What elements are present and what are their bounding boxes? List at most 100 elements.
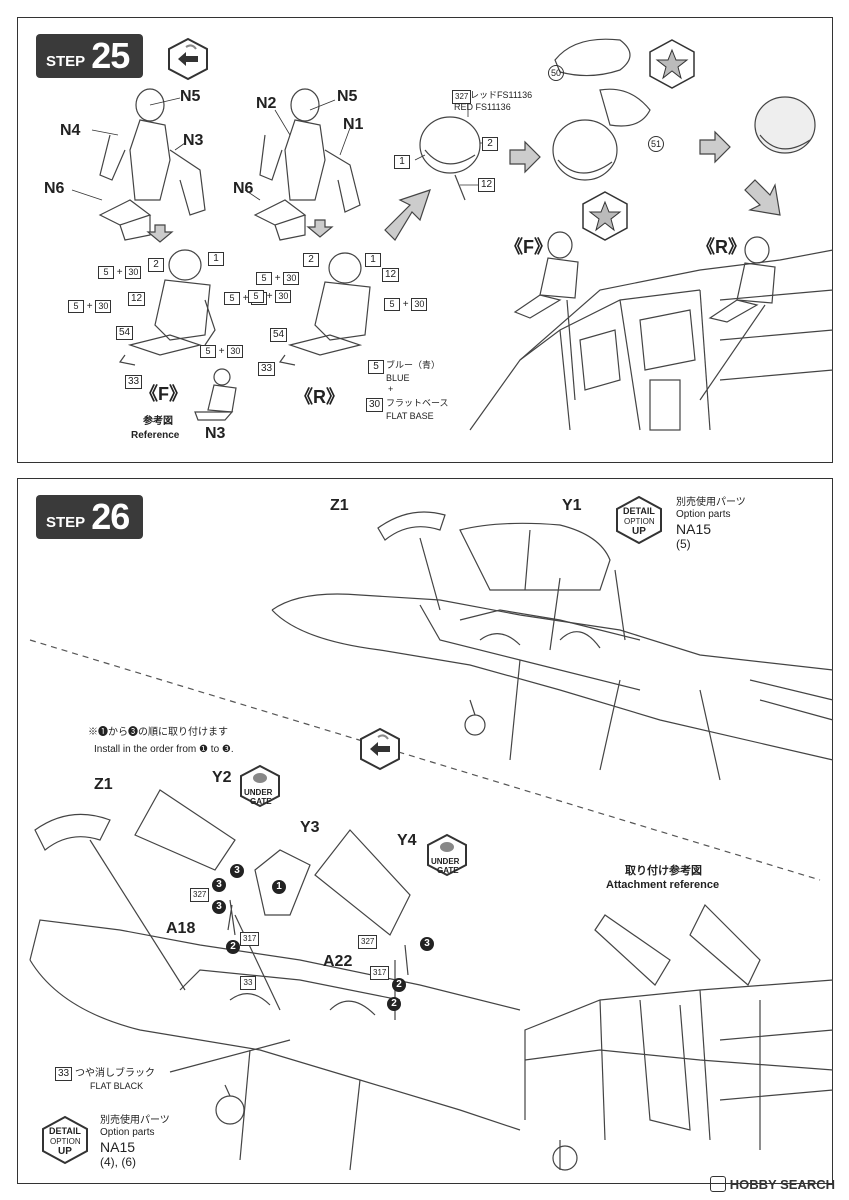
option-word: OPTION <box>624 517 655 526</box>
reference-en: Reference <box>131 430 180 441</box>
detail-word: DETAIL <box>49 1126 81 1136</box>
pilot-f-part-c: 1 <box>208 252 224 266</box>
legend-plus: + <box>388 384 394 394</box>
option-parts-num: (4), (6) <box>100 1155 136 1169</box>
option-parts-en: Option parts <box>100 1127 155 1138</box>
part-n5-right: N5 <box>337 88 358 105</box>
red-label-en: RED FS11136 <box>454 102 511 112</box>
detail-word: DETAIL <box>623 506 655 516</box>
flip-over-icon <box>168 37 208 81</box>
step25-panel <box>17 17 833 463</box>
pilot-f-part-i: 33 <box>125 375 143 389</box>
flat-black-en: FLAT BLACK <box>90 1081 144 1091</box>
step25-badge: STEP 25 <box>36 34 144 78</box>
order-note-jp: ※❶から❸の順に取り付けます <box>88 727 228 738</box>
watermark-brand: HOBBY SEARCH <box>729 1176 835 1192</box>
step26-panel <box>17 478 833 1184</box>
legend-blue-en: BLUE <box>386 373 410 383</box>
pilot-f-part-e: 5 + 30 <box>68 300 112 313</box>
pilot-r-part-i: 33 <box>258 362 276 376</box>
pilot-f-part-d: 12 <box>128 292 146 306</box>
pilot-r-part-a: 5 + 30 <box>256 272 300 285</box>
front-pilot-label: 《F》 <box>140 384 187 404</box>
under-gate-badge <box>240 764 280 808</box>
legend-flat-num: 30 <box>366 398 384 412</box>
option-word: OPTION <box>50 1137 81 1146</box>
gate-word: GATE <box>437 866 459 875</box>
order-marker-3: 3 <box>212 878 226 892</box>
part-n2: N2 <box>256 95 277 112</box>
flat-black-num: 33 <box>55 1067 73 1081</box>
decal-51: 51 <box>648 136 664 152</box>
order-note-en: Install in the order from ❶ to ❸. <box>94 744 234 755</box>
order-marker-3: 3 <box>420 937 434 951</box>
order-marker-2: 2 <box>226 940 240 954</box>
front-pilot-label-cockpit: 《F》 <box>505 237 552 257</box>
under-word: UNDER <box>431 857 460 866</box>
option-parts-jp: 別売使用パーツ <box>676 497 746 508</box>
legend-blue-jp: ブルー（青） <box>386 360 441 370</box>
option-parts-num: (5) <box>676 537 691 551</box>
decal-50: 50 <box>548 65 564 81</box>
hobbysearch-logo-icon <box>709 1176 726 1192</box>
part-a18: A18 <box>166 920 196 937</box>
option-parts-code: NA15 <box>100 1139 136 1155</box>
part-n4: N4 <box>60 122 81 139</box>
attachment-reference-en: Attachment reference <box>606 879 720 891</box>
legend-flat-jp: フラットベース <box>386 398 449 408</box>
order-marker-1: 1 <box>272 880 286 894</box>
helmet-part-1: 1 <box>394 155 410 169</box>
pilot-r-part-g: 54 <box>270 328 288 342</box>
pilot-f-part-b: 2 <box>148 258 164 272</box>
paint-327-a: 327 <box>190 888 210 902</box>
gate-word: GATE <box>250 797 272 806</box>
helmet-part-327: 327 <box>452 90 472 104</box>
pilot-r-part-c: 1 <box>365 253 381 267</box>
part-n1: N1 <box>343 116 364 133</box>
option-parts-jp: 別売使用パーツ <box>100 1115 170 1126</box>
order-marker-3: 3 <box>212 900 226 914</box>
pilot-f-part-g: 54 <box>116 326 134 340</box>
part-z1-top: Z1 <box>330 497 349 514</box>
legend-blue-num: 5 <box>368 360 384 374</box>
step-number: 26 <box>91 496 130 537</box>
option-parts-code: NA15 <box>676 521 712 537</box>
pilot-r-part-b: 2 <box>303 253 319 267</box>
pilot-f-part-a: 5 + 30 <box>98 266 142 279</box>
attachment-reference-jp: 取り付け参考図 <box>625 865 702 877</box>
red-label-jp: レッドFS11136 <box>470 90 533 100</box>
paint-33: 33 <box>240 976 256 990</box>
order-marker-2: 2 <box>392 978 406 992</box>
part-n3-reference: N3 <box>205 425 226 442</box>
pilot-r-part-e: 5 + 30 <box>248 290 292 303</box>
part-n6-right: N6 <box>233 180 254 197</box>
paint-327-b: 327 <box>358 935 378 949</box>
part-y2: Y2 <box>212 769 232 786</box>
part-y4: Y4 <box>397 832 417 849</box>
step-word: STEP <box>46 52 86 70</box>
part-n5-left: N5 <box>180 88 201 105</box>
reference-jp: 参考図 <box>143 416 173 427</box>
rear-pilot-label: 《R》 <box>295 387 344 407</box>
legend-flat-en: FLAT BASE <box>386 411 434 421</box>
up-word: UP <box>58 1146 72 1157</box>
part-n6-left: N6 <box>44 180 65 197</box>
helmet-part-2: 2 <box>482 137 498 151</box>
pilot-r-part-f: 5 + 30 <box>384 298 428 311</box>
part-n3: N3 <box>183 132 204 149</box>
order-marker-2: 2 <box>387 997 401 1011</box>
detail-option-up-badge <box>616 495 662 545</box>
under-gate-badge <box>427 833 467 877</box>
part-y3: Y3 <box>300 819 320 836</box>
order-marker-3: 3 <box>230 864 244 878</box>
hobbysearch-watermark: HOBBY SEARCH <box>709 1176 835 1192</box>
under-word: UNDER <box>244 788 273 797</box>
detail-option-up-badge <box>42 1115 88 1165</box>
paint-317-b: 317 <box>370 966 390 980</box>
part-a22: A22 <box>323 953 353 970</box>
rear-pilot-label-cockpit: 《R》 <box>697 237 746 257</box>
flip-over-icon <box>360 727 400 771</box>
pilot-f-part-h: 5 + 30 <box>200 345 244 358</box>
